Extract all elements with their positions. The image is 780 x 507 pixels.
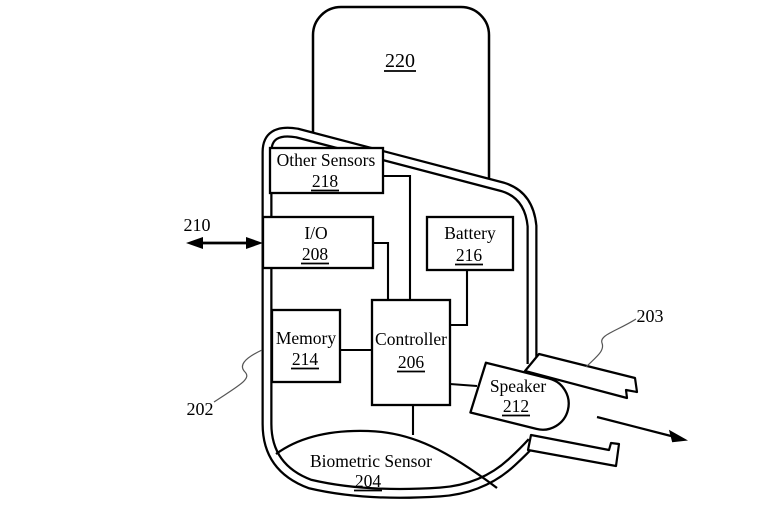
other-sensors-label: Other Sensors bbox=[277, 150, 376, 170]
component-boxes: Other Sensors 218 I/O 208 Battery 216 Me… bbox=[261, 146, 515, 407]
nozzle-upper-wall bbox=[523, 352, 639, 400]
sound-output-arrow bbox=[596, 415, 688, 443]
controller-label: Controller bbox=[375, 329, 447, 349]
connectors bbox=[340, 174, 478, 435]
annotation-210: 210 bbox=[184, 215, 211, 235]
housing-outline bbox=[261, 126, 538, 499]
speaker-shape bbox=[469, 361, 570, 431]
battery-label: Battery bbox=[444, 223, 496, 243]
speaker-label: Speaker bbox=[490, 376, 547, 396]
nozzle-lower-wall bbox=[526, 433, 621, 468]
connector-controller-speaker bbox=[449, 382, 478, 388]
arrowhead-right bbox=[246, 237, 263, 249]
connector-other-sensors-controller bbox=[383, 174, 412, 300]
connector-io-controller bbox=[373, 241, 390, 300]
controller-ref: 206 bbox=[398, 352, 425, 372]
annotation-202: 202 bbox=[187, 399, 214, 419]
memory-label: Memory bbox=[276, 328, 337, 348]
speaker-ref: 212 bbox=[503, 396, 529, 416]
io-label: I/O bbox=[304, 223, 327, 243]
biometric-sensor-outline bbox=[275, 429, 498, 489]
arrowhead-left bbox=[186, 237, 203, 249]
io-double-arrow bbox=[186, 237, 263, 249]
battery-ref: 216 bbox=[456, 245, 483, 265]
biometric-sensor-label: Biometric Sensor bbox=[310, 451, 432, 471]
leader-line-203 bbox=[585, 318, 637, 368]
memory-ref: 214 bbox=[292, 349, 319, 369]
box-io bbox=[261, 215, 375, 270]
stem-ref-label: 220 bbox=[385, 50, 415, 72]
other-sensors-ref: 218 bbox=[312, 171, 339, 191]
box-battery bbox=[425, 215, 515, 272]
box-memory bbox=[270, 308, 342, 384]
box-controller bbox=[370, 298, 452, 407]
leader-line-202 bbox=[213, 349, 263, 403]
io-ref: 208 bbox=[302, 244, 329, 264]
annotation-203: 203 bbox=[637, 306, 664, 326]
biometric-sensor-ref: 204 bbox=[355, 471, 382, 491]
arrowhead-sound bbox=[668, 429, 688, 443]
connector-battery-controller bbox=[450, 270, 469, 327]
box-other-sensors bbox=[268, 146, 385, 195]
